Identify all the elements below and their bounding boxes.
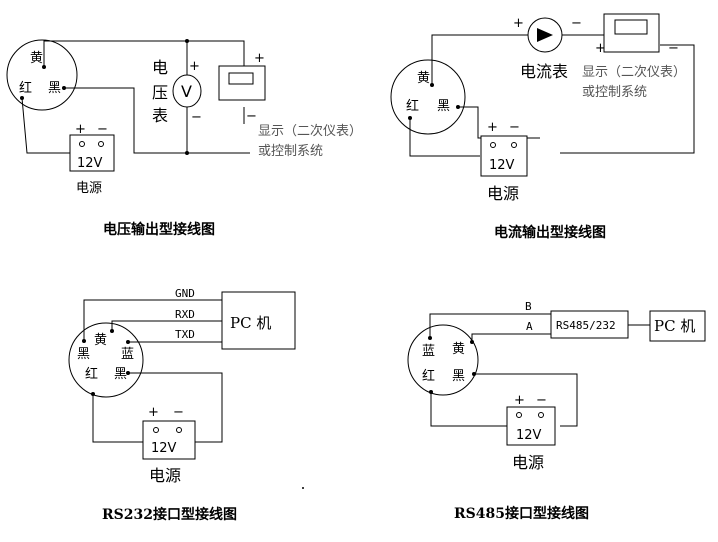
pin-black-label: 黑 [437, 99, 450, 114]
sensor-connector [6, 39, 78, 111]
b-label: B [525, 300, 532, 313]
sensor-connector [407, 324, 479, 396]
b-wire [429, 313, 551, 338]
sensor-connector [390, 59, 466, 135]
ammeter-arrow-icon [537, 28, 553, 42]
rxd-wire [111, 320, 222, 331]
black-power-wire [474, 373, 578, 427]
power-minus: − [509, 120, 520, 135]
voltmeter-label-3: 表 [152, 106, 168, 125]
pin-yellow-label: 黄 [94, 333, 107, 348]
power-supply [69, 134, 115, 172]
ammeter-label: 电流表 [520, 62, 568, 81]
power-label: 电源 [512, 453, 544, 472]
gnd-label: GND [175, 287, 195, 300]
sensor-connector [68, 322, 144, 398]
converter-label: RS485/232 [556, 319, 616, 332]
pin-yellow-label: 黄 [452, 342, 465, 357]
power-supply [480, 135, 528, 177]
display-label-2: 或控制系统 [582, 85, 647, 100]
display-label-1: 显示（二次仪表） [582, 64, 686, 80]
red-wire [409, 118, 480, 157]
power-label: 电源 [149, 466, 181, 485]
pin-black-label: 黑 [452, 369, 465, 384]
display-plus: + [254, 51, 265, 66]
pin-yellow-label: 黄 [417, 71, 430, 86]
display-plus: + [595, 41, 606, 56]
display-label-1: 显示（二次仪表） [258, 123, 362, 139]
black-wire [458, 106, 540, 139]
voltmeter-plus: + [189, 59, 200, 74]
pin-blue-label: 蓝 [121, 347, 134, 362]
current-output-diagram: 黄 红 黑 + − 电流表 + − 显示（二次仪表） 或控制系统 + − 12V… [390, 13, 695, 241]
ammeter-minus: − [571, 16, 582, 31]
display-return-wire [560, 44, 695, 154]
power-label: 电源 [487, 184, 519, 203]
pin-black-label-top: 黑 [77, 347, 90, 362]
red-power-wire [430, 392, 507, 427]
pin-blue-label: 蓝 [422, 344, 435, 359]
power-label: 电源 [76, 181, 102, 196]
red-wire [21, 97, 70, 154]
yellow-wire [43, 40, 245, 70]
red-power-wire [92, 394, 143, 443]
voltmeter [172, 74, 202, 108]
voltmeter-minus: − [191, 110, 202, 125]
pin-red-label: 红 [85, 366, 98, 382]
txd-label: TXD [175, 328, 195, 341]
pin-yellow-label: 黄 [30, 51, 43, 66]
display-minus: − [668, 41, 679, 56]
pin-black-label: 黑 [48, 81, 61, 96]
power-voltage: 12V [151, 441, 177, 456]
a-wire [471, 333, 551, 342]
power-plus: + [148, 405, 159, 420]
power-plus: + [514, 393, 525, 408]
pin-red-label: 红 [422, 368, 435, 384]
pc-box [649, 310, 706, 342]
gnd-wire [83, 299, 222, 341]
rs485-caption: RS485接口型接线图 [454, 505, 589, 522]
a-label: A [526, 320, 533, 333]
black-power-wire [128, 372, 223, 443]
power-plus: + [487, 120, 498, 135]
voltmeter-symbol: V [181, 82, 192, 101]
pc-label: PC 机 [654, 317, 695, 335]
display-minus: − [246, 109, 257, 124]
pin-red-label: 红 [406, 98, 419, 114]
rs485-diagram: 蓝 黄 红 黑 B A RS485/232 PC 机 + − 12V 电源 RS… [407, 300, 706, 522]
power-minus: − [173, 405, 184, 420]
rs232-caption: RS232接口型接线图 [102, 506, 237, 523]
power-supply [142, 420, 196, 460]
rs232-diagram: 黄 黑 蓝 红 黑 GND RXD TXD PC 机 + − 12V 电源 RS… [68, 287, 304, 523]
power-minus: − [536, 393, 547, 408]
voltmeter-label-2: 压 [152, 83, 168, 102]
ammeter-plus: + [513, 16, 524, 31]
black-wire [64, 87, 250, 154]
current-caption: 电流输出型接线图 [494, 224, 606, 241]
voltage-caption: 电压输出型接线图 [103, 221, 215, 238]
power-voltage: 12V [516, 428, 542, 443]
voltmeter-label-1: 电 [152, 58, 168, 77]
pc-box [221, 291, 296, 350]
power-supply [506, 406, 556, 446]
pc-label: PC 机 [230, 314, 271, 332]
power-plus: + [75, 122, 86, 137]
pin-red-label: 红 [19, 80, 32, 96]
power-voltage: 12V [489, 158, 515, 173]
rxd-label: RXD [175, 308, 195, 321]
pin-black-label-bottom: 黑 [114, 367, 127, 382]
voltage-output-diagram: 黄 红 黑 V 电 压 表 + − + − 显示（二次仪表） 或控制系统 + [6, 39, 362, 238]
display-label-2: 或控制系统 [258, 144, 323, 159]
power-minus: − [97, 122, 108, 137]
power-voltage: 12V [77, 156, 103, 171]
yellow-wire [431, 34, 528, 85]
